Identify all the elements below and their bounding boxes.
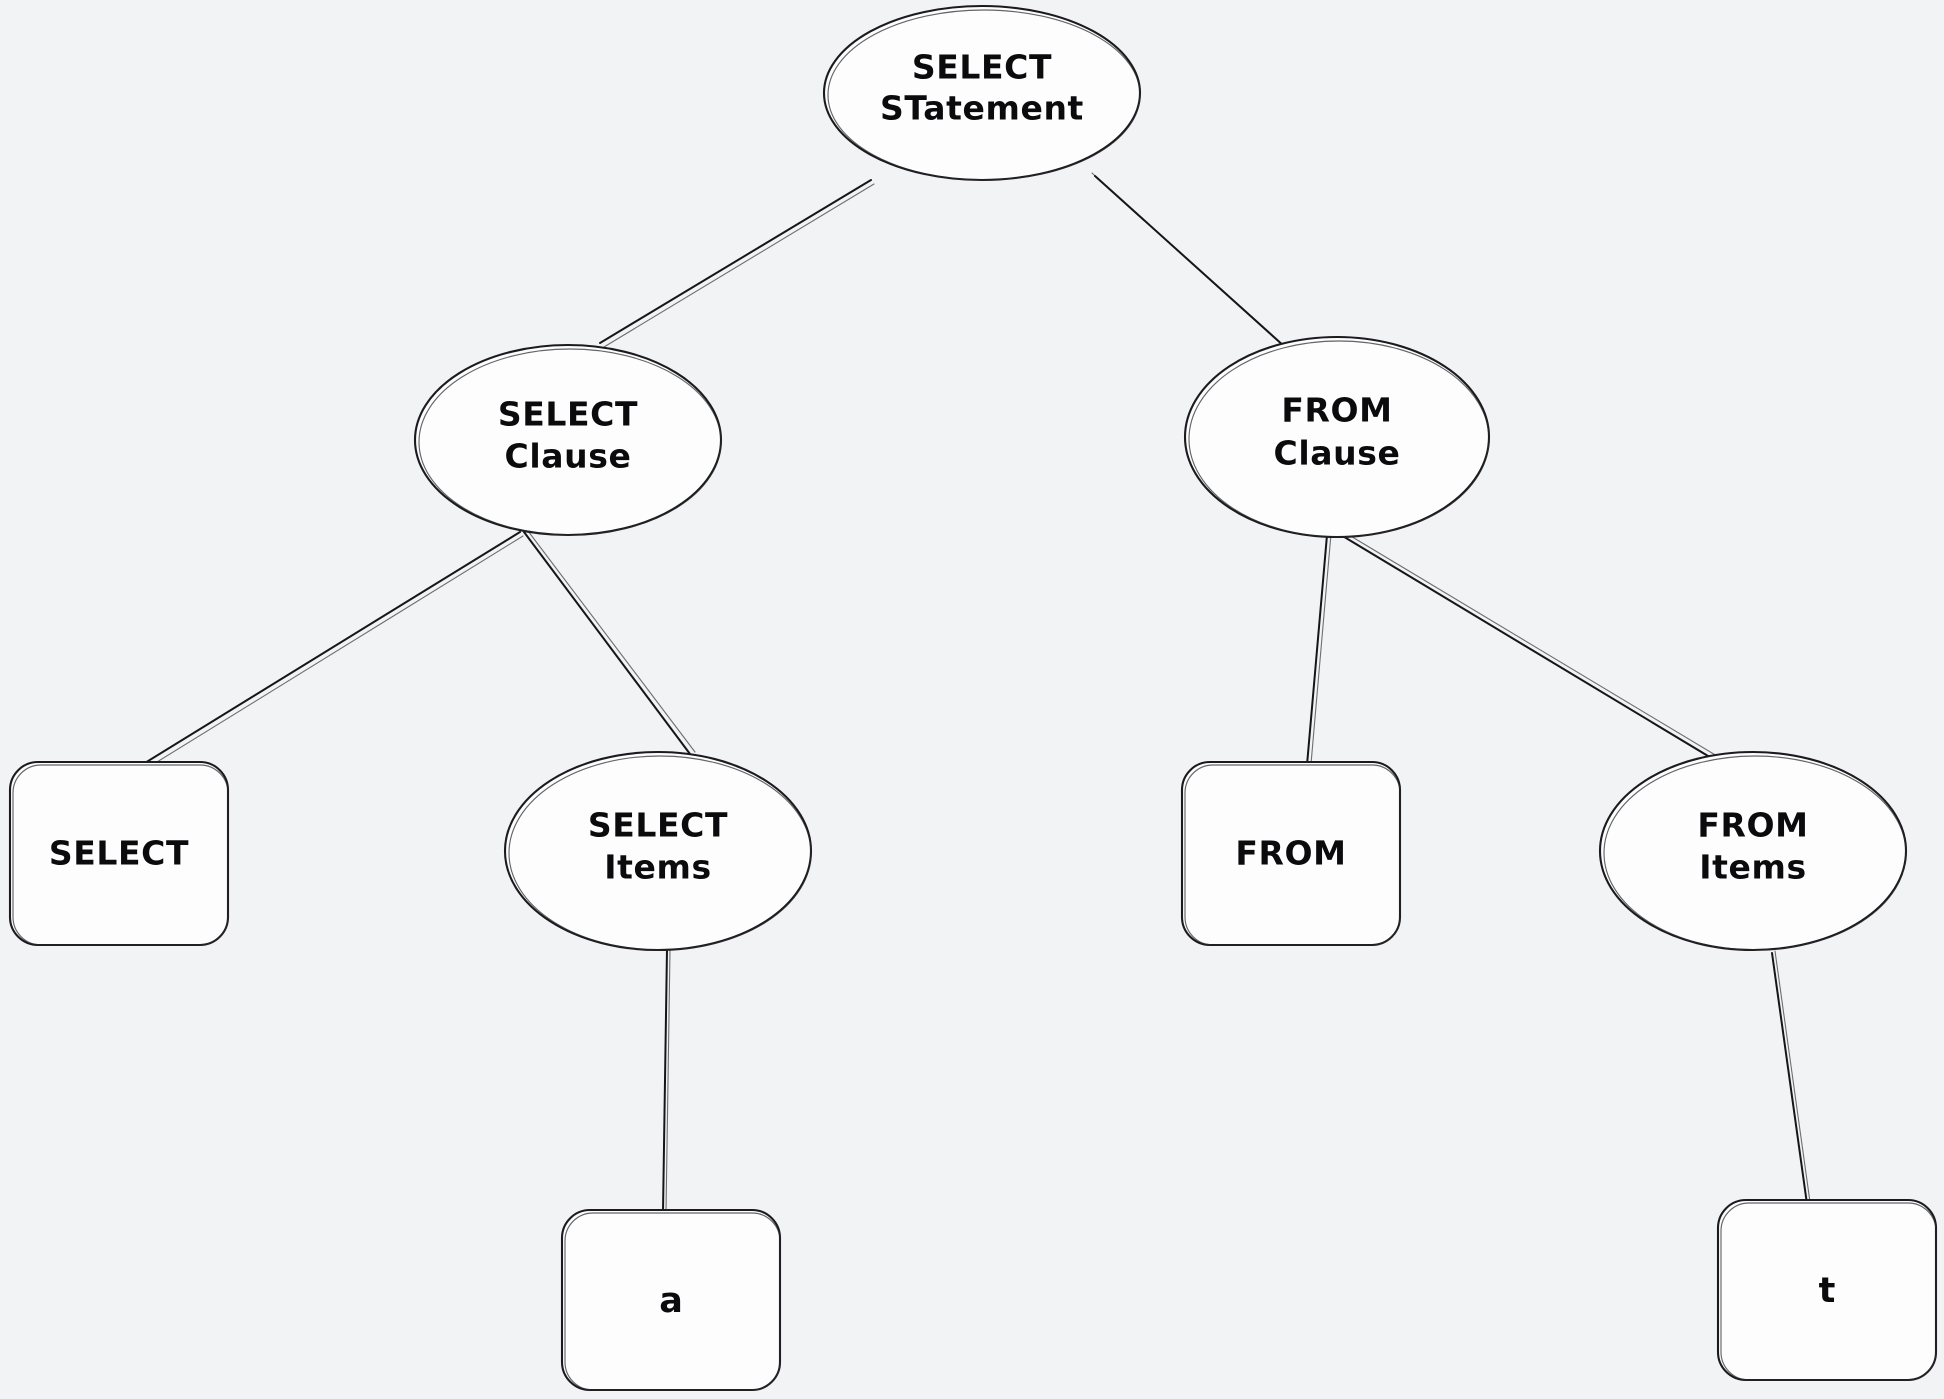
edge-root-to-select-clause (599, 179, 875, 348)
node-from-clause[interactable]: FROM Clause (1183, 335, 1491, 539)
node-select-clause-line1: SELECT (498, 395, 638, 434)
edge-root-to-from-clause (1091, 172, 1286, 348)
edge-select-clause-to-select-items (523, 530, 696, 755)
node-from-items-line1: FROM (1697, 806, 1808, 845)
node-select-items[interactable]: SELECT Items (503, 750, 813, 952)
node-select-statement[interactable]: SELECT STatement (822, 4, 1142, 182)
node-table-t-label: t (1819, 1271, 1836, 1311)
node-from-clause-line1: FROM (1281, 391, 1392, 430)
node-from-terminal-label: FROM (1235, 834, 1346, 873)
node-select-statement-line1: SELECT (912, 48, 1052, 87)
edge-select-clause-to-select-terminal (139, 531, 524, 771)
edges-layer (139, 172, 1811, 1214)
edge-from-clause-to-from-terminal (1306, 533, 1332, 766)
node-select-items-line2: Items (604, 848, 711, 887)
node-select-terminal[interactable]: SELECT (8, 760, 230, 947)
node-from-terminal[interactable]: FROM (1180, 760, 1402, 947)
edge-from-items-to-table-t (1771, 950, 1811, 1205)
node-select-clause-line2: Clause (505, 437, 632, 476)
node-select-statement-line2: STatement (880, 89, 1084, 128)
edge-from-clause-to-from-items (1340, 531, 1723, 763)
node-select-items-line1: SELECT (588, 806, 728, 845)
node-from-items-line2: Items (1699, 848, 1806, 887)
node-select-terminal-label: SELECT (49, 834, 189, 873)
node-from-clause-line2: Clause (1274, 434, 1401, 473)
nodes-layer: SELECT STatement SELECT Clause FROM Clau… (8, 4, 1938, 1392)
node-from-items[interactable]: FROM Items (1598, 750, 1908, 952)
edge-select-items-to-column-a (662, 948, 671, 1214)
node-column-a[interactable]: a (560, 1208, 782, 1392)
node-table-t[interactable]: t (1716, 1198, 1938, 1382)
node-select-clause[interactable]: SELECT Clause (413, 343, 723, 537)
node-column-a-label: a (659, 1281, 683, 1321)
